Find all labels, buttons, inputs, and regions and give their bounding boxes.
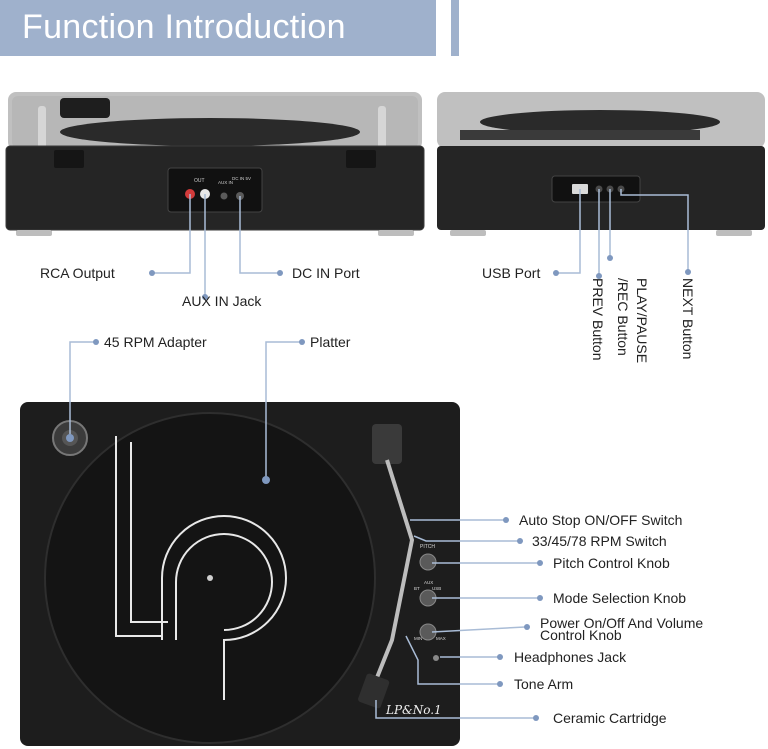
banner-accent-bar bbox=[451, 0, 459, 56]
svg-text:BT: BT bbox=[414, 586, 420, 591]
svg-text:PITCH: PITCH bbox=[420, 544, 435, 550]
play-pause-label-line2: /REC Button bbox=[615, 278, 631, 356]
platter-label: Platter bbox=[310, 334, 351, 350]
back-view-device: OUT AUX IN DC IN 5V bbox=[5, 92, 425, 236]
svg-text:MIN: MIN bbox=[414, 636, 422, 641]
svg-text:AUX IN: AUX IN bbox=[218, 180, 233, 185]
svg-text:AUX: AUX bbox=[424, 580, 433, 585]
power-volume-label-line2: Control Knob bbox=[540, 627, 622, 643]
play-pause-label-line1: PLAY/PAUSE bbox=[634, 278, 650, 364]
title-banner: Function Introduction bbox=[0, 0, 436, 56]
page-title: Function Introduction bbox=[22, 8, 346, 46]
rpm-adapter-label: 45 RPM Adapter bbox=[104, 334, 207, 350]
tone-arm-label: Tone Arm bbox=[514, 676, 574, 692]
callout-dots bbox=[66, 255, 691, 721]
rpm-switch-label: 33/45/78 RPM Switch bbox=[532, 533, 667, 549]
aux-jack bbox=[220, 192, 228, 200]
svg-text:MAX: MAX bbox=[436, 636, 446, 641]
dc-in-port-label: DC IN Port bbox=[292, 265, 360, 281]
top-view-device: PITCH AUX USB BT MIN MAX LP&No.1 bbox=[20, 402, 460, 746]
brand-logo: LP&No.1 bbox=[385, 703, 442, 717]
prev-button-label: PREV Button bbox=[590, 278, 606, 361]
svg-text:USB: USB bbox=[432, 586, 441, 591]
callout-lines bbox=[69, 189, 689, 719]
next-button-label: NEXT Button bbox=[680, 278, 696, 360]
power-volume-label-line1: Power On/Off And Volume bbox=[540, 615, 704, 631]
svg-text:OUT: OUT bbox=[194, 178, 205, 184]
side-view-device bbox=[437, 92, 765, 236]
pitch-knob-label: Pitch Control Knob bbox=[553, 555, 670, 571]
cartridge-label: Ceramic Cartridge bbox=[553, 710, 667, 726]
usb-port-label: USB Port bbox=[482, 265, 541, 281]
headphones-label: Headphones Jack bbox=[514, 649, 627, 665]
rca-output-label: RCA Output bbox=[40, 265, 115, 281]
svg-text:DC IN 5V: DC IN 5V bbox=[232, 176, 251, 181]
spindle bbox=[207, 575, 213, 581]
auto-stop-label: Auto Stop ON/OFF Switch bbox=[519, 512, 683, 528]
aux-in-jack-label: AUX IN Jack bbox=[182, 293, 262, 309]
mode-knob-label: Mode Selection Knob bbox=[553, 590, 687, 606]
